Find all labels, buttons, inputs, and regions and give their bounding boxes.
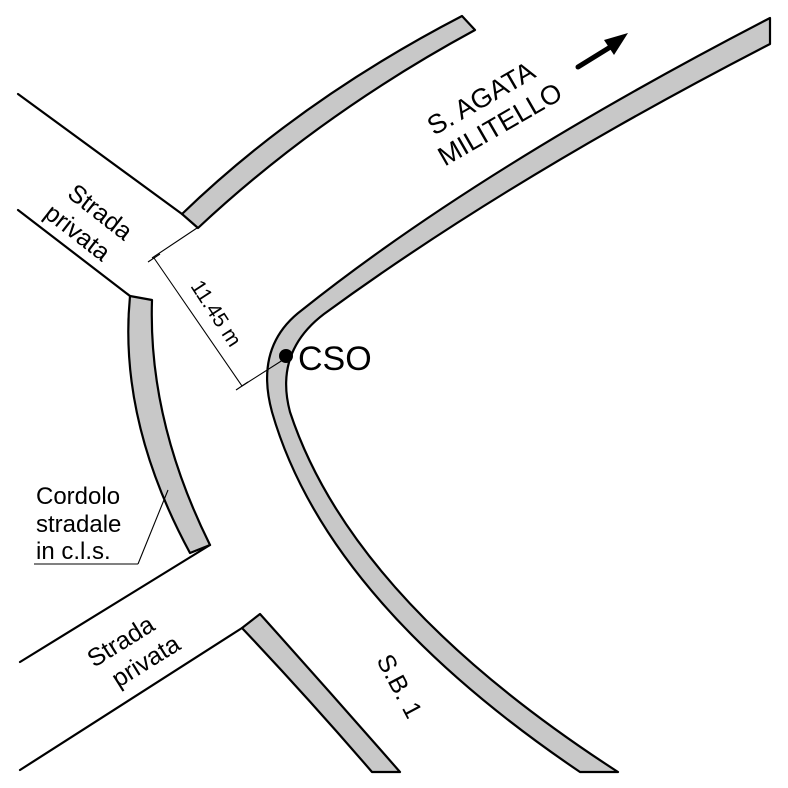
curb-strip-top-left	[180, 14, 477, 230]
private-road-top-lower-edge	[16, 208, 132, 298]
dimension-line	[147, 227, 287, 391]
curb-strip-left-middle	[127, 294, 212, 555]
curb-callout: Cordolo stradale in c.l.s.	[34, 483, 169, 565]
curb-strip-main-right	[266, 16, 772, 774]
road-name-label: S.B. 1	[371, 650, 428, 723]
private-road-top-upper-edge	[16, 92, 184, 216]
survey-point-dot-icon	[279, 349, 293, 363]
arrow-northeast-icon	[575, 33, 628, 70]
private-road-bottom-label: Strada privata	[82, 610, 185, 693]
svg-text:in c.l.s.: in c.l.s.	[36, 538, 111, 565]
curb-strip-bottom	[240, 612, 402, 774]
dimension-label: 11.45 m	[186, 276, 246, 351]
private-road-bottom-upper-edge	[18, 543, 212, 664]
svg-text:stradale: stradale	[36, 511, 121, 538]
cso-label: CSO	[298, 340, 372, 378]
private-road-top-label: Strada privata	[39, 179, 138, 267]
private-road-bottom-lower-edge	[18, 626, 244, 772]
svg-text:Cordolo: Cordolo	[36, 483, 120, 510]
